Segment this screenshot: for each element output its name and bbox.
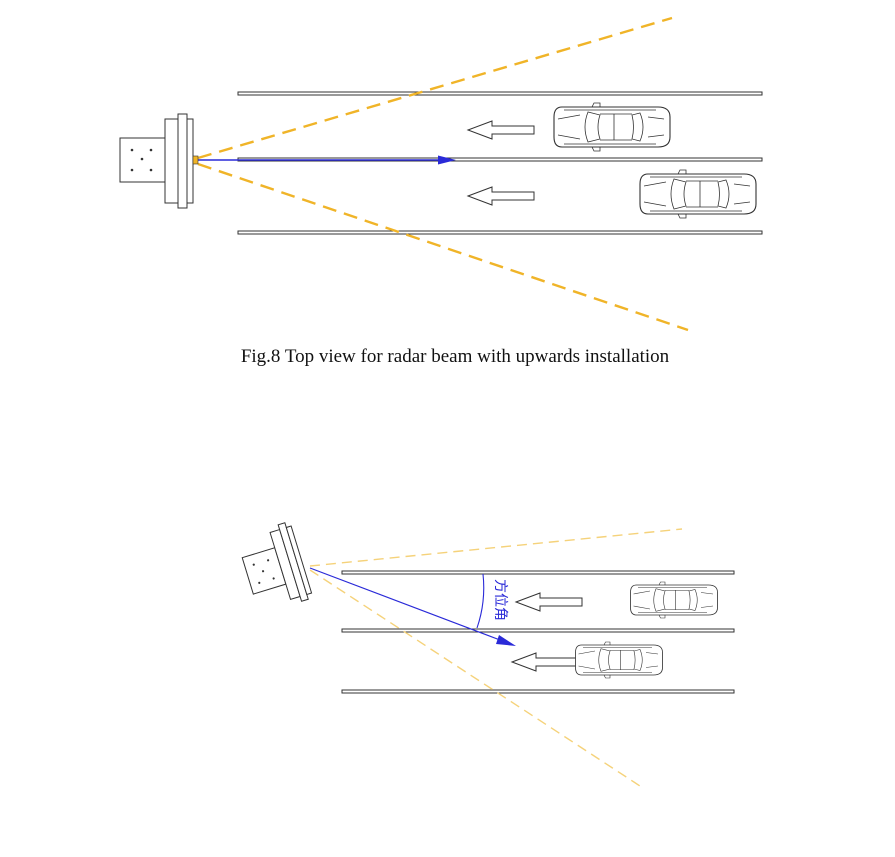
beam-center-arrowhead-2 bbox=[496, 635, 516, 646]
radar-antenna-face bbox=[186, 118, 194, 204]
lane-line-top-2 bbox=[341, 570, 735, 575]
beam-center-arrowhead bbox=[438, 155, 456, 165]
radar-beam-cone bbox=[197, 16, 689, 332]
radar-mount-plate bbox=[164, 118, 179, 204]
beam-edge-upper-2 bbox=[309, 528, 683, 567]
azimuth-angle-label: 方位角 bbox=[492, 579, 508, 621]
figure-2: 方位角 bbox=[241, 522, 735, 787]
traffic-direction-arrow-lower bbox=[467, 186, 535, 206]
lane-line-top bbox=[237, 91, 763, 96]
beam-center-line-2 bbox=[309, 567, 516, 646]
lane-line-bottom-2 bbox=[341, 689, 735, 694]
radar-flange bbox=[177, 113, 188, 209]
radar-beam-cone-2 bbox=[309, 528, 683, 787]
car-lower-lane-2 bbox=[575, 641, 663, 679]
beam-center-line bbox=[198, 155, 456, 165]
car-upper-lane-2 bbox=[630, 581, 718, 619]
radar-device-2 bbox=[241, 522, 313, 602]
beam-edge-lower-2 bbox=[309, 569, 641, 787]
radar-antenna-face-2 bbox=[285, 525, 313, 596]
beam-edge-lower bbox=[197, 162, 689, 332]
radar-emitter bbox=[192, 155, 199, 165]
lane-line-bottom bbox=[237, 230, 763, 235]
traffic-direction-arrow-upper bbox=[467, 120, 535, 140]
car-upper-lane bbox=[553, 102, 671, 152]
beam-edge-upper bbox=[197, 16, 673, 160]
figure-caption: Fig.8 Top view for radar beam with upwar… bbox=[240, 346, 670, 367]
car-lower-lane bbox=[639, 169, 757, 219]
figure-1 bbox=[119, 16, 763, 332]
road-lane-lines-2 bbox=[341, 570, 735, 694]
traffic-direction-arrow-upper-2 bbox=[515, 592, 583, 612]
lane-line-middle-2 bbox=[341, 628, 735, 633]
azimuth-angle-arc bbox=[476, 573, 485, 629]
traffic-direction-arrow-lower-2 bbox=[511, 652, 579, 672]
radar-device bbox=[119, 113, 199, 209]
